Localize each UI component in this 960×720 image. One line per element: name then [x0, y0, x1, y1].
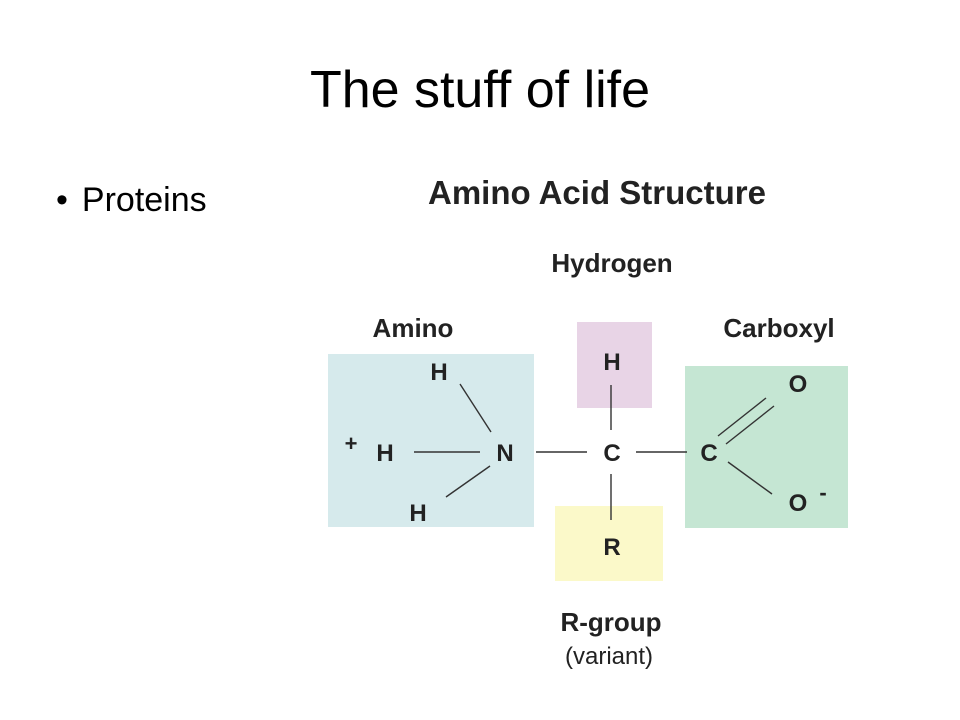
- label-carboxyl: Carboxyl: [723, 313, 834, 343]
- atom-amino-h-top: H: [430, 359, 447, 386]
- bond-c-o-double-a: [717, 397, 767, 437]
- oxygen-charge-minus: -: [819, 480, 826, 505]
- diagram-title: Amino Acid Structure: [428, 174, 766, 211]
- atom-amino-h-bottom: H: [409, 500, 426, 527]
- atom-oxygen-top: O: [789, 371, 808, 398]
- bond-c-o-single: [727, 461, 773, 495]
- atom-r: R: [603, 534, 620, 561]
- label-hydrogen: Hydrogen: [551, 248, 672, 278]
- label-amino: Amino: [373, 313, 454, 343]
- bond-c-o-double-b: [725, 405, 775, 445]
- bullet-text: Proteins: [81, 181, 207, 219]
- bullet-item-proteins: • Proteins: [56, 180, 207, 220]
- atom-hydrogen: H: [603, 349, 620, 376]
- amino-charge-plus: +: [345, 431, 358, 456]
- slide-title: The stuff of life: [309, 61, 651, 119]
- carboxyl-group-box: [685, 366, 848, 528]
- bond-n-h-bottom: [445, 465, 491, 498]
- amino-group-box: [328, 354, 534, 527]
- label-r-group: R-group: [560, 607, 661, 637]
- atom-central-carbon: C: [603, 440, 620, 467]
- atom-oxygen-bottom: O: [789, 490, 808, 517]
- r-group-box: [555, 506, 663, 581]
- atom-carboxyl-carbon: C: [700, 440, 717, 467]
- atom-nitrogen: N: [496, 440, 513, 467]
- label-r-group-note: (variant): [565, 643, 653, 670]
- hydrogen-group-box: [577, 322, 652, 408]
- bond-n-h-top: [459, 383, 492, 433]
- bullet-dot-icon: •: [56, 181, 68, 219]
- atom-amino-h-mid: H: [376, 440, 393, 467]
